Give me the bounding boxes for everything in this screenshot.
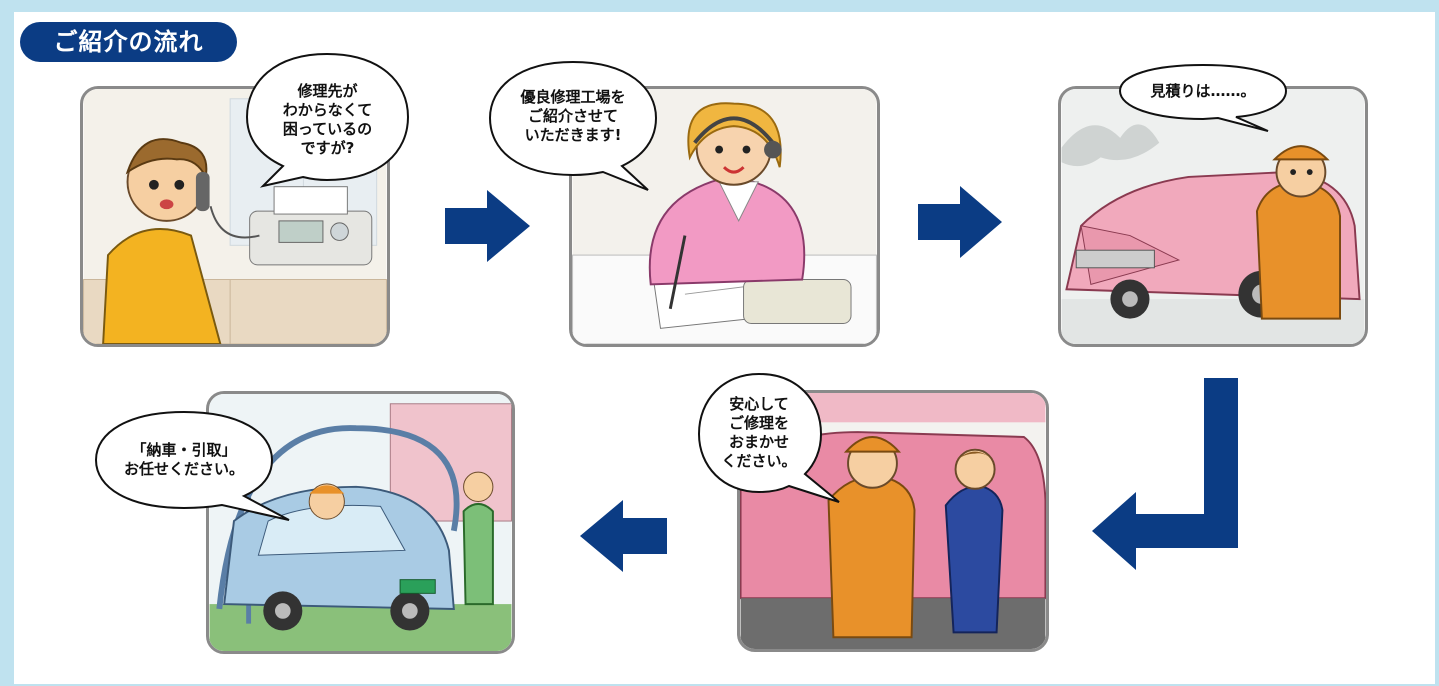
step-1-bubble-text: 修理先が わからなくて 困っているの ですが? xyxy=(282,81,373,157)
section-title: ご紹介の流れ xyxy=(20,22,237,62)
step-1-speech-bubble: 修理先が わからなくて 困っているの ですが? xyxy=(245,52,410,188)
mechanic-customer-garage-icon xyxy=(740,393,1046,649)
arrow-left xyxy=(580,500,667,572)
arrow-right-icon xyxy=(918,186,1002,258)
arrow-left-icon xyxy=(580,500,667,572)
arrow-right-icon xyxy=(445,190,530,262)
step-2-bubble-text: 優良修理工場を ご紹介させて いただきます! xyxy=(520,87,626,144)
step-5-bubble-text: 「納車・引取」 お任せください。 xyxy=(123,441,244,478)
step-3-illustration xyxy=(1058,86,1368,347)
arrow-turn-down-left xyxy=(1092,378,1252,570)
step-2-speech-bubble: 優良修理工場を ご紹介させて いただきます! xyxy=(488,60,658,191)
step-4-speech-bubble: 安心して ご修理を おまかせ ください。 xyxy=(697,372,840,503)
step-3-speech-bubble: 見積りは……。 xyxy=(1118,63,1288,133)
step-4-illustration xyxy=(737,390,1049,652)
arrow-turn-down-left-icon xyxy=(1092,378,1238,570)
step-5-speech-bubble: 「納車・引取」 お任せください。 xyxy=(94,410,290,521)
car-delivery-icon xyxy=(209,394,512,651)
step-3-bubble-text: 見積りは……。 xyxy=(1150,81,1256,100)
step-4-bubble-text: 安心して ご修理を おまかせ ください。 xyxy=(721,395,797,470)
arrow-right-1 xyxy=(445,190,530,262)
damaged-car-mechanic-icon xyxy=(1061,89,1365,344)
arrow-right-2 xyxy=(918,186,1002,258)
